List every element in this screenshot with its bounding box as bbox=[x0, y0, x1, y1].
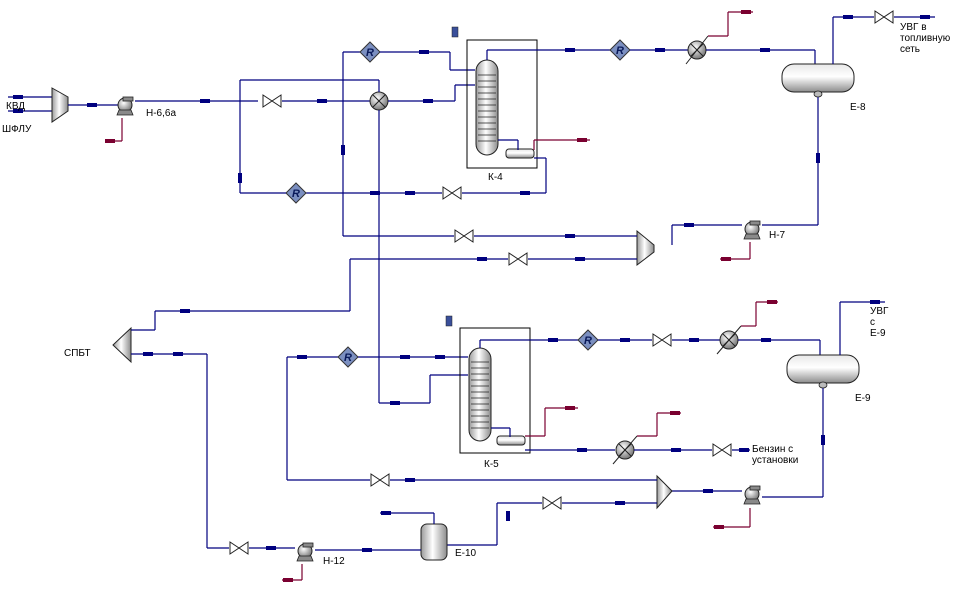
feed-section bbox=[8, 87, 240, 143]
valve-icon[interactable] bbox=[874, 10, 894, 24]
e8-section bbox=[154, 10, 935, 330]
uvg-fuel-label-2: топливную bbox=[900, 33, 951, 44]
k5-box bbox=[459, 327, 531, 454]
k4-label: К-4 bbox=[488, 172, 503, 183]
pump-icon[interactable] bbox=[296, 542, 314, 562]
uvg-fuel-label-1: УВГ в bbox=[900, 22, 927, 33]
recycle-icon[interactable] bbox=[337, 346, 359, 368]
k4-section bbox=[238, 10, 816, 236]
e8-label: Е-8 bbox=[850, 102, 866, 113]
uvg-fuel-label-3: сеть bbox=[900, 44, 921, 55]
mixer-icon[interactable] bbox=[636, 229, 655, 267]
mixer-icon[interactable] bbox=[51, 87, 69, 123]
feed-shflu-label: ШФЛУ bbox=[2, 124, 32, 135]
valve-icon[interactable] bbox=[454, 229, 474, 243]
pump-n66a-label: Н-6,6а bbox=[146, 108, 177, 119]
valve-icon[interactable] bbox=[442, 186, 462, 200]
recycle-icon[interactable] bbox=[285, 182, 307, 204]
horizontal-vessel-icon[interactable] bbox=[781, 63, 855, 93]
feed-kvd-label: КВД bbox=[6, 101, 26, 112]
recycle-icon[interactable] bbox=[609, 39, 631, 61]
recycle-icon[interactable] bbox=[577, 329, 599, 351]
valve-icon[interactable] bbox=[712, 443, 732, 457]
gasoline-label-2: установки bbox=[752, 455, 799, 466]
e10-label: Е-10 bbox=[455, 548, 477, 559]
spreadsheet-icon[interactable] bbox=[451, 26, 459, 38]
heat-exchanger-icon[interactable] bbox=[369, 91, 389, 111]
pump-icon[interactable] bbox=[743, 220, 761, 240]
valve-icon[interactable] bbox=[652, 333, 672, 347]
e9-section bbox=[287, 300, 885, 546]
spbt-section bbox=[112, 326, 208, 548]
valve-icon[interactable] bbox=[370, 473, 390, 487]
mixer-icon[interactable] bbox=[112, 326, 132, 364]
valve-icon[interactable] bbox=[542, 496, 562, 510]
pump-icon[interactable] bbox=[743, 485, 761, 505]
k5-section bbox=[286, 300, 821, 480]
e9-label: Е-9 bbox=[855, 393, 871, 404]
uvg-e9-label-2: с bbox=[870, 317, 875, 328]
pump-n7-label: Н-7 bbox=[769, 230, 786, 241]
gasoline-label-1: Бензин с bbox=[752, 444, 794, 455]
pump-icon[interactable] bbox=[116, 96, 134, 116]
pump-n12-label: Н-12 bbox=[323, 556, 345, 567]
mixer-icon[interactable] bbox=[656, 474, 673, 510]
e10-section bbox=[207, 511, 448, 582]
k5-label: К-5 bbox=[484, 459, 499, 470]
spreadsheet-icon[interactable] bbox=[445, 315, 453, 327]
horizontal-vessel-icon[interactable] bbox=[786, 354, 860, 384]
valve-icon[interactable] bbox=[508, 252, 528, 266]
spbt-label: СПБТ bbox=[64, 348, 91, 359]
k4-box bbox=[466, 39, 538, 169]
uvg-e9-label-1: УВГ bbox=[870, 306, 889, 317]
valve-icon[interactable] bbox=[262, 94, 282, 108]
vertical-tank-icon[interactable] bbox=[420, 523, 448, 561]
uvg-e9-label-3: Е-9 bbox=[870, 328, 886, 339]
valve-icon[interactable] bbox=[229, 541, 249, 555]
recycle-icon[interactable] bbox=[359, 41, 381, 63]
